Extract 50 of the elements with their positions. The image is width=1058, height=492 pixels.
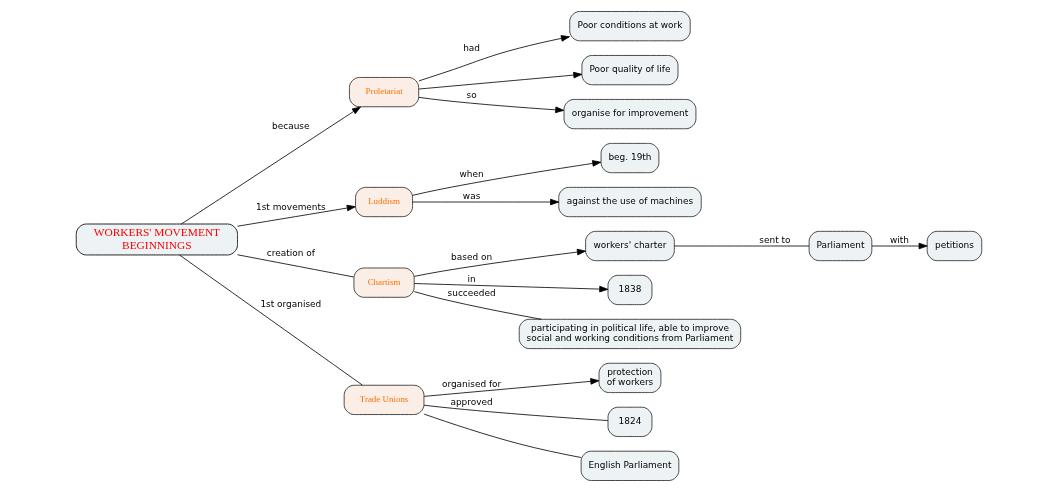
node-box: Proletariat bbox=[349, 77, 420, 108]
node-box: workers' charter bbox=[585, 230, 675, 262]
arrow bbox=[237, 204, 356, 227]
edge-label: succeeded bbox=[447, 288, 496, 299]
node-box: beg. 19th bbox=[600, 143, 660, 174]
node-box: against the use of machines bbox=[558, 186, 702, 218]
connector bbox=[674, 245, 810, 247]
node-box: English Parliament bbox=[580, 450, 680, 481]
node-box: Parliament bbox=[808, 230, 873, 262]
node-box: participating in political life, able to improve social and working conditions from Parliament bbox=[518, 318, 742, 349]
edge-label: because bbox=[272, 121, 310, 132]
arrow bbox=[181, 106, 361, 225]
node-box: Trade Unions bbox=[343, 384, 425, 415]
arrow bbox=[412, 160, 602, 196]
arrow bbox=[412, 198, 560, 206]
arrow bbox=[418, 96, 565, 114]
edge-label: had bbox=[463, 43, 481, 54]
edge-label: approved bbox=[450, 396, 493, 407]
node-box: organise for improvement bbox=[563, 99, 697, 130]
node-box: protection of workers bbox=[598, 362, 662, 393]
node-box: petitions bbox=[926, 230, 983, 262]
edge-label: organised for bbox=[441, 378, 502, 389]
node-box: 1838 bbox=[607, 274, 653, 306]
edge-label: so bbox=[466, 89, 477, 100]
node-box: Poor conditions at work bbox=[569, 11, 691, 42]
edge-label: 1st organised bbox=[260, 298, 322, 309]
arrow bbox=[413, 283, 609, 293]
edge-label: creation of bbox=[266, 247, 315, 258]
arrow bbox=[423, 378, 600, 397]
node-box: WORKERS' MOVEMENT BEGINNINGS bbox=[75, 223, 238, 256]
edge-label: was bbox=[462, 191, 481, 202]
arrow bbox=[871, 242, 928, 250]
connector bbox=[179, 254, 363, 386]
edge-label: based on bbox=[451, 251, 493, 262]
arrow bbox=[414, 248, 586, 277]
node-box: 1824 bbox=[607, 406, 653, 437]
edge-label: sent to bbox=[759, 235, 791, 246]
edge-label: 1st movements bbox=[255, 202, 326, 213]
arrow bbox=[418, 71, 583, 90]
edge-label: with bbox=[890, 235, 909, 246]
edge-label: in bbox=[467, 273, 476, 284]
connector bbox=[237, 254, 355, 278]
node-box: Luddism bbox=[355, 186, 413, 218]
connector bbox=[423, 404, 609, 421]
connector bbox=[413, 291, 542, 320]
node-box: Poor quality of life bbox=[581, 55, 679, 86]
arrow bbox=[418, 35, 570, 82]
edge-label: when bbox=[459, 168, 484, 179]
node-box: Chartism bbox=[353, 267, 415, 298]
connector bbox=[423, 413, 582, 458]
